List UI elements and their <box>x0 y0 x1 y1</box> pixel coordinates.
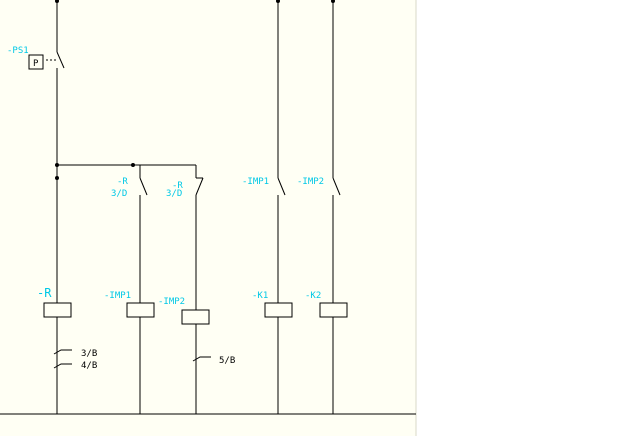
junction-node <box>55 176 59 180</box>
column-2 <box>126 163 155 414</box>
label-imp2-contact: -IMP2 <box>297 177 324 187</box>
label-imp2-coil: -IMP2 <box>158 297 185 307</box>
column-1 <box>28 0 72 414</box>
imp2-contact <box>332 177 341 196</box>
imp1-contact <box>277 177 286 196</box>
label-ps1-box: P <box>33 59 39 69</box>
label-ref-3b: 3/B <box>81 349 97 359</box>
label-r-contact-1-ref: 3/D <box>111 189 127 199</box>
drawing-background <box>0 0 416 436</box>
ps1-switch <box>56 51 65 69</box>
aux-contact-5b <box>192 356 211 362</box>
column-3 <box>181 165 211 414</box>
aux-contact-4b <box>53 363 72 369</box>
column-5 <box>319 0 348 414</box>
r-contact-1 <box>139 177 148 196</box>
label-imp1-contact: -IMP1 <box>242 177 269 187</box>
ps1-pressure-box <box>28 54 44 70</box>
label-r-contact-2-ref: 3/D <box>166 189 182 199</box>
label-ref-4b: 4/B <box>81 361 97 371</box>
label-r-contact-1: -R <box>117 177 128 187</box>
label-k2: -K2 <box>305 291 321 301</box>
label-ps1: -PS1 <box>7 46 29 56</box>
label-k1: -K1 <box>252 291 268 301</box>
label-r-contact-2: -R <box>172 181 183 191</box>
aux-contact-3b <box>53 349 72 355</box>
label-r-main: -R <box>37 286 52 300</box>
r-contact-2 <box>195 177 204 196</box>
label-imp1-coil: -IMP1 <box>104 291 131 301</box>
column-4 <box>264 0 293 414</box>
label-ref-5b: 5/B <box>219 356 235 366</box>
